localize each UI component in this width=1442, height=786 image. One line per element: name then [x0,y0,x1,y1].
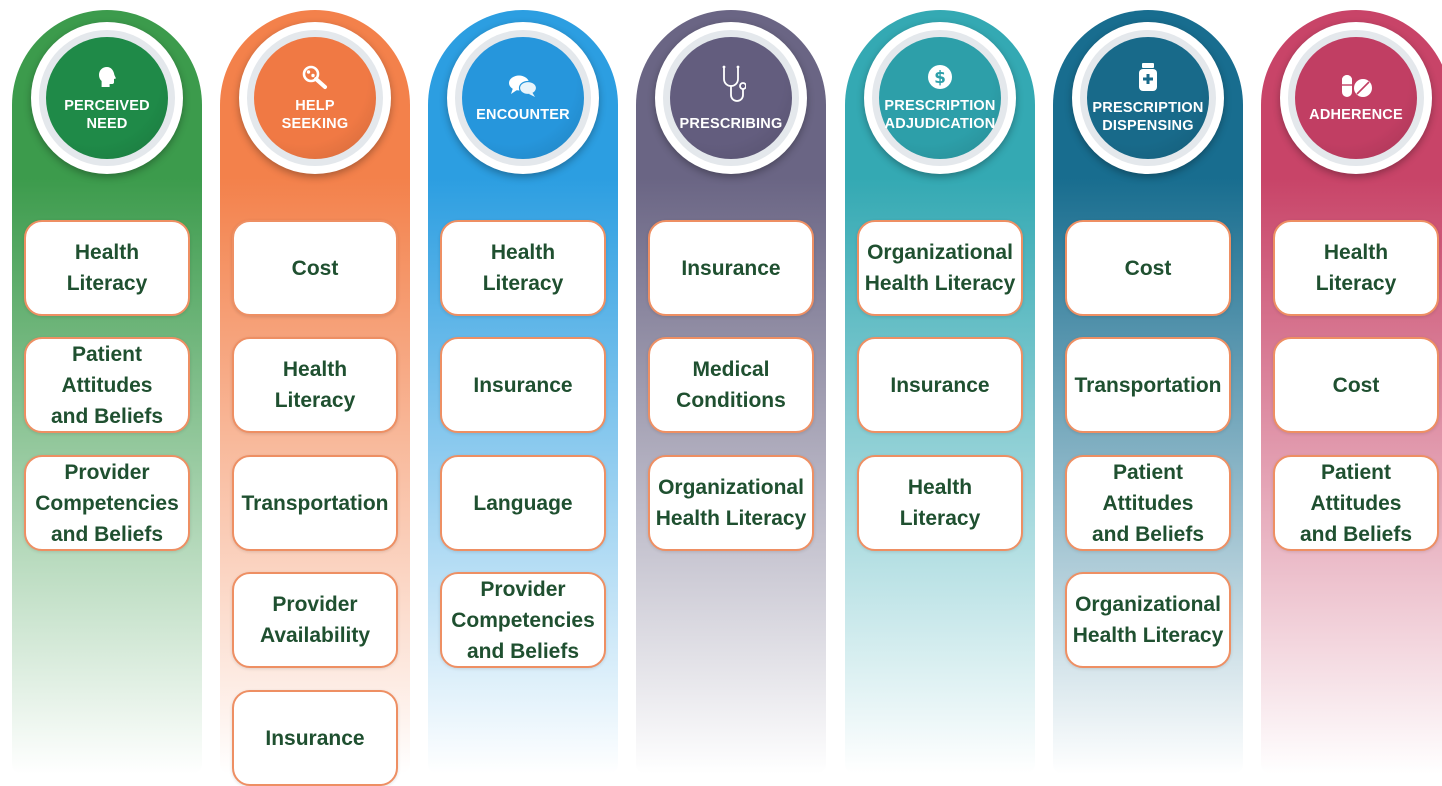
magnifier-icon [301,64,329,95]
factor-card: Organizational Health Literacy [857,220,1023,316]
factor-label: Provider Competencies and Beliefs [35,460,179,546]
factor-card: Insurance [440,337,606,433]
svg-text:$: $ [934,68,946,88]
factor-card: Medical Conditions [648,337,814,433]
factor-label: Health Literacy [274,358,356,412]
factor-label: Organizational Health Literacy [1072,593,1224,647]
factor-card: Patient Attitudes and Beliefs [24,337,190,433]
factor-card: Insurance [857,337,1023,433]
factor-label: Transportation [241,491,389,515]
stage-badge-inner: PRESCRIBING [670,37,792,159]
factor-label: Cost [1332,373,1380,397]
factor-card: Health Literacy [232,337,398,433]
stage-badge: HELP SEEKING [239,22,391,174]
pill-bottle-icon [1137,62,1159,97]
speech-bubbles-icon [507,73,539,104]
stage-badge-inner: ADHERENCE [1295,37,1417,159]
stage-badge: $ PRESCRIPTION ADJUDICATION [864,22,1016,174]
stage-badge-inner: HELP SEEKING [254,37,376,159]
factor-card: Organizational Health Literacy [648,455,814,551]
stage-badge-inner: $ PRESCRIPTION ADJUDICATION [879,37,1001,159]
stage-title: ENCOUNTER [476,106,570,123]
factor-card: Transportation [1065,337,1231,433]
factor-label: Health Literacy [66,241,148,295]
factor-card: Cost [1065,220,1231,316]
factor-label: Insurance [681,256,781,280]
factor-label: Provider Competencies and Beliefs [451,577,595,663]
factor-card: Provider Competencies and Beliefs [440,572,606,668]
factor-label: Health Literacy [1315,241,1397,295]
factor-card: Cost [1273,337,1439,433]
factor-card: Health Literacy [24,220,190,316]
factor-label: Health Literacy [899,476,981,530]
factor-card: Health Literacy [440,220,606,316]
factor-label: Cost [1124,256,1172,280]
factor-card: Provider Availability [232,572,398,668]
factor-card: Health Literacy [857,455,1023,551]
factor-card: Transportation [232,455,398,551]
stage-badge-inner: PRESCRIPTION DISPENSING [1087,37,1209,159]
stage-title: PRESCRIPTION DISPENSING [1092,99,1204,134]
factor-label: Organizational Health Literacy [864,241,1016,295]
factor-card: Insurance [648,220,814,316]
stethoscope-icon [716,64,747,113]
stage-badge: PERCEIVED NEED [31,22,183,174]
stage-badge: PRESCRIBING [655,22,807,174]
factor-label: Cost [291,256,339,280]
factor-label: Transportation [1074,373,1222,397]
factor-card: Cost [232,220,398,316]
factor-card: Patient Attitudes and Beliefs [1273,455,1439,551]
factor-label: Medical Conditions [676,358,786,412]
factor-card: Insurance [232,690,398,786]
dollar-coin-icon: $ [927,64,953,95]
factor-card: Provider Competencies and Beliefs [24,455,190,551]
factor-label: Language [473,491,573,515]
factor-label: Provider Availability [259,593,371,647]
factor-label: Health Literacy [482,241,564,295]
stage-badge: ADHERENCE [1280,22,1432,174]
stage-title: PRESCRIPTION ADJUDICATION [884,97,996,132]
stage-badge: PRESCRIPTION DISPENSING [1072,22,1224,174]
pills-icon [1339,73,1373,104]
stage-badge-inner: PERCEIVED NEED [46,37,168,159]
factor-card: Language [440,455,606,551]
stage-badge-inner: ENCOUNTER [462,37,584,159]
factor-card: Organizational Health Literacy [1065,572,1231,668]
factor-card: Patient Attitudes and Beliefs [1065,455,1231,551]
factor-label: Organizational Health Literacy [655,476,807,530]
stage-title: HELP SEEKING [281,97,349,132]
factor-label: Patient Attitudes and Beliefs [50,342,164,428]
stage-title: PERCEIVED NEED [64,97,150,132]
stage-column-prescription-adjudication: $ PRESCRIPTION ADJUDICATION Organizational… [845,0,1035,786]
factor-label: Insurance [473,373,573,397]
factor-card: Health Literacy [1273,220,1439,316]
stage-badge: ENCOUNTER [447,22,599,174]
factor-label: Patient Attitudes and Beliefs [1299,460,1413,546]
factor-label: Patient Attitudes and Beliefs [1091,460,1205,546]
factor-label: Insurance [890,373,990,397]
stage-title: ADHERENCE [1309,106,1403,123]
stage-title: PRESCRIBING [679,115,783,132]
head-icon [94,64,120,95]
factor-label: Insurance [265,726,365,750]
